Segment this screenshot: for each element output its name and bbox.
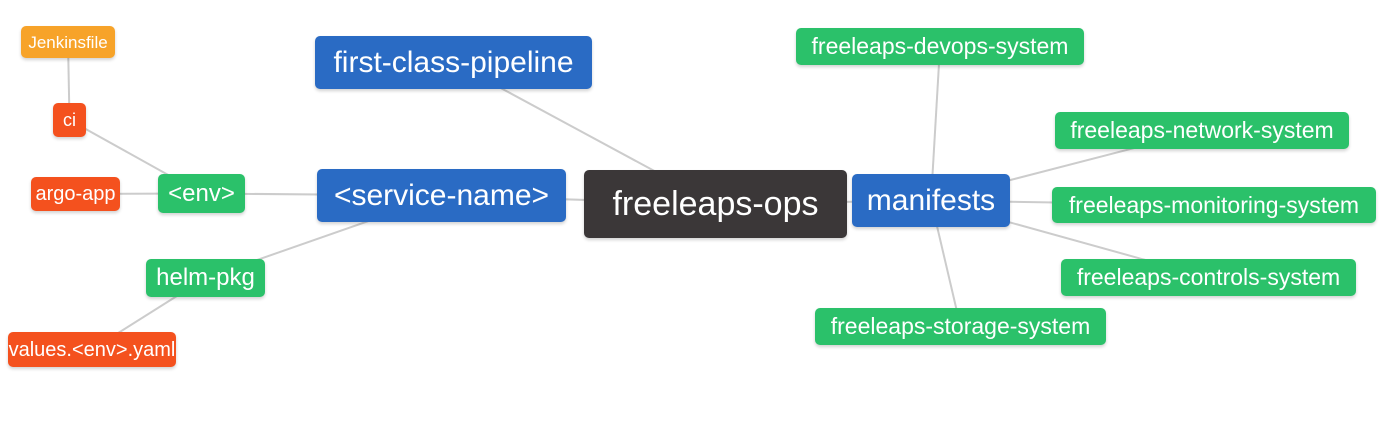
node-values-env-yaml[interactable]: values.<env>.yaml <box>8 332 176 367</box>
node-freeleaps-network-system[interactable]: freeleaps-network-system <box>1055 112 1349 149</box>
node-label: first-class-pipeline <box>333 45 574 79</box>
node-manifests[interactable]: manifests <box>852 174 1010 227</box>
node-label: freeleaps-devops-system <box>811 33 1069 59</box>
node-freeleaps-monitoring-system[interactable]: freeleaps-monitoring-system <box>1052 187 1376 223</box>
node-label: freeleaps-ops <box>612 185 819 223</box>
node-label: ci <box>63 110 76 130</box>
node-label: <service-name> <box>333 178 550 212</box>
node-ci[interactable]: ci <box>53 103 86 137</box>
node-label: freeleaps-monitoring-system <box>1068 191 1360 218</box>
node-freeleaps-controls-system[interactable]: freeleaps-controls-system <box>1061 259 1356 296</box>
node-label: manifests <box>866 183 996 217</box>
node-label: freeleaps-storage-system <box>830 313 1091 339</box>
node-service-name[interactable]: <service-name> <box>317 169 566 222</box>
node-argo-app[interactable]: argo-app <box>31 177 120 211</box>
node-label: Jenkinsfile <box>28 32 108 52</box>
node-env[interactable]: <env> <box>158 174 245 213</box>
node-jenkinsfile[interactable]: Jenkinsfile <box>21 26 115 58</box>
node-helm-pkg[interactable]: helm-pkg <box>146 259 265 297</box>
node-first-class-pipeline[interactable]: first-class-pipeline <box>315 36 592 89</box>
node-label: helm-pkg <box>156 264 255 291</box>
node-label: <env> <box>168 179 235 207</box>
node-label: freeleaps-controls-system <box>1076 264 1341 290</box>
node-label: freeleaps-network-system <box>1070 117 1334 143</box>
node-freeleaps-storage-system[interactable]: freeleaps-storage-system <box>815 308 1106 345</box>
node-freeleaps-ops[interactable]: freeleaps-ops <box>584 170 847 238</box>
node-freeleaps-devops-system[interactable]: freeleaps-devops-system <box>796 28 1084 65</box>
node-label: values.<env>.yaml <box>8 338 176 361</box>
node-label: argo-app <box>35 183 116 205</box>
